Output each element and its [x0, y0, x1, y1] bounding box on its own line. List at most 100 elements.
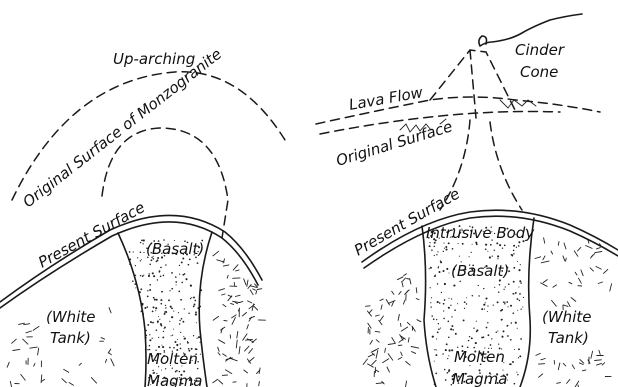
basalt-stipple-dot: [437, 332, 439, 334]
basalt-stipple-dot: [152, 272, 153, 273]
basalt-stipple-dot: [451, 325, 453, 327]
basalt-stipple-dot: [171, 288, 173, 290]
white-tank-dash-mark: [23, 339, 28, 344]
basalt-stipple-dot: [485, 302, 486, 303]
white-tank-dash-mark: [569, 282, 572, 284]
white-tank-dash-mark: [582, 370, 586, 371]
basalt-stipple-dot: [430, 306, 431, 307]
basalt-stipple-dot: [457, 303, 458, 304]
white-tank-dash-mark: [399, 291, 401, 294]
white-tank-dash-mark: [376, 351, 378, 359]
basalt-stipple-dot: [453, 284, 455, 286]
basalt-stipple-dot: [472, 295, 473, 296]
basalt-stipple-dot: [435, 354, 437, 356]
white-tank-dash-mark: [213, 379, 218, 383]
basalt-stipple-dot: [176, 344, 178, 346]
basalt-stipple-dot: [142, 243, 143, 244]
basalt-stipple-dot: [149, 339, 151, 341]
basalt-stipple-dot: [507, 325, 508, 326]
white-tank-dash-mark: [543, 280, 547, 283]
basalt-stipple-dot: [445, 349, 447, 351]
basalt-stipple-dot: [517, 328, 518, 329]
basalt-stipple-dot: [179, 265, 180, 266]
basalt-stipple-dot: [452, 248, 454, 250]
basalt-stipple-dot: [165, 307, 166, 308]
white-tank-dash-mark: [243, 313, 247, 316]
white-tank-dash-mark: [370, 340, 372, 344]
basalt-stipple-dot: [431, 297, 432, 298]
right-basalt-label: (Basalt): [451, 262, 509, 280]
basalt-stipple-dot: [141, 240, 143, 242]
basalt-stipple-dot: [434, 255, 435, 256]
white-tank-dash-mark: [380, 316, 383, 321]
basalt-stipple-dot: [466, 303, 467, 304]
white-tank-dash-mark: [248, 285, 251, 289]
basalt-stipple-dot: [433, 246, 435, 248]
basalt-stipple-dot: [511, 322, 513, 324]
white-tank-dash-mark: [109, 308, 111, 313]
basalt-stipple-dot: [488, 334, 490, 336]
basalt-stipple-dot: [141, 259, 142, 260]
white-tank-dash-mark: [566, 258, 567, 261]
right-white-tank-label-2: Tank): [548, 329, 589, 347]
white-tank-dash-mark: [366, 306, 371, 307]
white-tank-dash-mark: [235, 295, 240, 296]
basalt-stipple-dot: [448, 307, 450, 309]
white-tank-dash-mark: [223, 265, 229, 266]
white-tank-dash-mark: [586, 246, 593, 249]
basalt-stipple-dot: [444, 299, 446, 301]
basalt-stipple-dot: [184, 338, 186, 340]
basalt-stipple-dot: [162, 346, 164, 348]
white-tank-dash-mark: [591, 351, 593, 358]
white-tank-dash-mark: [407, 322, 410, 325]
white-tank-dash-mark: [568, 302, 571, 307]
basalt-stipple-dot: [459, 256, 460, 257]
white-tank-dash-mark: [579, 363, 583, 365]
basalt-stipple-dot: [438, 266, 439, 267]
white-tank-dash-mark: [213, 251, 219, 256]
basalt-stipple-dot: [516, 372, 517, 373]
right-cone-label: Cone: [520, 63, 558, 81]
basalt-stipple-dot: [516, 247, 517, 248]
basalt-stipple-dot: [171, 316, 173, 318]
basalt-stipple-dot: [156, 299, 158, 301]
basalt-stipple-dot: [135, 287, 136, 288]
basalt-stipple-dot: [142, 275, 144, 277]
white-tank-dash-mark: [591, 254, 594, 257]
basalt-stipple-dot: [200, 354, 201, 355]
basalt-stipple-dot: [451, 298, 452, 299]
right-original-surface-label: Original Surface: [334, 117, 455, 169]
basalt-stipple-dot: [438, 271, 440, 273]
white-tank-dash-mark: [417, 320, 421, 322]
basalt-stipple-dot: [505, 286, 506, 287]
basalt-stipple-dot: [514, 293, 515, 294]
basalt-stipple-dot: [476, 321, 477, 322]
basalt-stipple-dot: [193, 306, 194, 307]
white-tank-dash-mark: [563, 305, 568, 307]
basalt-stipple-dot: [448, 298, 449, 299]
white-tank-dash-mark: [376, 340, 379, 343]
basalt-stipple-dot: [197, 262, 199, 264]
basalt-stipple-dot: [518, 245, 520, 247]
basalt-stipple-dot: [501, 309, 503, 311]
basalt-stipple-dot: [519, 355, 521, 357]
white-tank-dash-mark: [250, 286, 257, 288]
basalt-stipple-dot: [451, 349, 453, 351]
basalt-stipple-dot: [487, 251, 488, 252]
white-tank-dash-mark: [247, 280, 248, 286]
white-tank-dash-mark: [595, 252, 602, 253]
basalt-stipple-dot: [436, 338, 437, 339]
basalt-stipple-dot: [445, 379, 447, 381]
basalt-stipple-dot: [507, 335, 509, 337]
basalt-stipple-dot: [177, 339, 178, 340]
basalt-stipple-dot: [175, 341, 177, 343]
white-tank-dash-mark: [221, 327, 225, 330]
basalt-stipple-dot: [463, 319, 465, 321]
basalt-stipple-dot: [191, 297, 192, 298]
basalt-stipple-dot: [140, 252, 142, 254]
right-intrusion-left-wall: [422, 226, 436, 387]
basalt-stipple-dot: [444, 369, 446, 371]
basalt-stipple-dot: [190, 285, 192, 287]
left-present-surface-lower: [0, 222, 258, 308]
white-tank-dash-mark: [579, 278, 582, 283]
